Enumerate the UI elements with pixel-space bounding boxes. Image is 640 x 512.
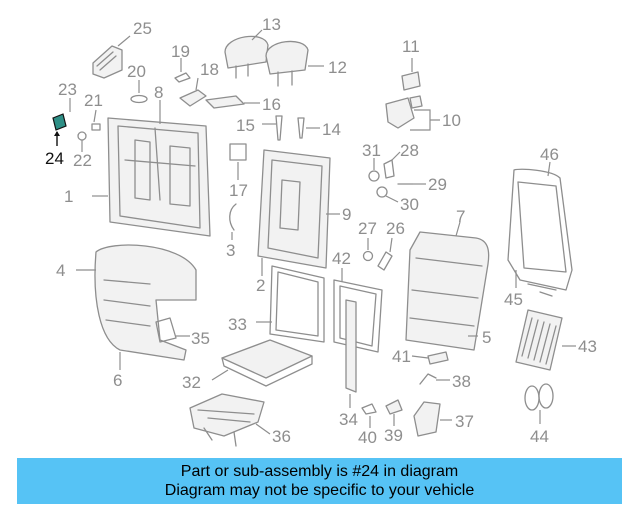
part-11-drawing — [401, 58, 421, 91]
callout-36: 36 — [272, 427, 291, 446]
callout-45: 45 — [504, 290, 523, 309]
callout-2: 2 — [256, 276, 265, 295]
part-12-drawing — [265, 40, 324, 87]
callout-43: 43 — [578, 337, 597, 356]
callout-32: 32 — [182, 373, 201, 392]
part-4-drawing — [76, 244, 197, 370]
callout-28: 28 — [400, 141, 419, 160]
callout-12: 12 — [328, 58, 347, 77]
part-44-drawing — [524, 383, 554, 424]
part-7-drawing — [405, 221, 490, 351]
callout-40: 40 — [358, 428, 377, 447]
part-31-drawing — [368, 158, 380, 182]
callout-37: 37 — [455, 412, 474, 431]
callout-13: 13 — [262, 15, 281, 34]
part-18-drawing — [179, 77, 207, 107]
callout-29: 29 — [428, 175, 447, 194]
callout-42: 42 — [332, 249, 351, 268]
callout-3: 3 — [226, 241, 235, 260]
callout-5: 5 — [482, 328, 491, 347]
callout-7: 7 — [456, 207, 465, 226]
part-42-drawing — [333, 268, 383, 353]
callout-18: 18 — [200, 60, 219, 79]
callout-15: 15 — [236, 116, 255, 135]
part-22-drawing — [77, 131, 87, 152]
callout-9: 9 — [342, 205, 351, 224]
banner-disclaimer: Diagram may not be specific to your vehi… — [164, 482, 475, 499]
part-32-drawing — [211, 339, 313, 387]
callout-44: 44 — [530, 427, 549, 446]
part-27-drawing — [362, 238, 374, 262]
info-banner: Part or sub-assembly is #24 in diagram D… — [17, 458, 622, 504]
part-3-drawing — [229, 203, 237, 240]
part-13-drawing — [224, 29, 269, 79]
part-41-drawing — [411, 351, 449, 365]
parts-diagram-svg: 1 2 3 4 5 6 7 8 9 10 11 12 13 14 15 16 1… — [45, 15, 597, 447]
part-25-drawing — [92, 35, 131, 79]
callout-8: 8 — [154, 83, 163, 102]
callout-1: 1 — [64, 187, 73, 206]
part-38-drawing — [419, 373, 450, 385]
part-34-drawing — [345, 299, 357, 408]
callout-33: 33 — [228, 315, 247, 334]
callout-46: 46 — [540, 145, 559, 164]
callout-41: 41 — [392, 347, 411, 366]
callout-26: 26 — [386, 219, 405, 238]
part-39-drawing — [385, 399, 403, 426]
callout-24: 24 — [45, 149, 64, 168]
part-21-drawing — [91, 109, 101, 131]
part-28-drawing — [383, 151, 401, 179]
callout-30: 30 — [400, 195, 419, 214]
part-19-drawing — [174, 58, 191, 83]
part-9-drawing — [257, 149, 340, 276]
part-17-drawing — [229, 143, 247, 180]
part-24-highlighted — [52, 113, 67, 146]
callout-6: 6 — [113, 371, 122, 390]
part-37-drawing — [413, 401, 452, 437]
part-26-drawing — [377, 237, 393, 271]
callout-17: 17 — [229, 181, 248, 200]
part-45-drawing — [515, 270, 557, 297]
callout-10: 10 — [442, 111, 461, 130]
part-35-drawing — [155, 317, 190, 343]
callout-27: 27 — [358, 219, 377, 238]
part-8-drawing — [92, 100, 211, 237]
callout-23: 23 — [58, 80, 77, 99]
callout-labels: 1 2 3 4 5 6 7 8 9 10 11 12 13 14 15 16 1… — [45, 15, 597, 447]
parts-diagram: 1 2 3 4 5 6 7 8 9 10 11 12 13 14 15 16 1… — [45, 15, 597, 447]
callout-14: 14 — [322, 120, 341, 139]
part-15-drawing — [262, 115, 283, 141]
callout-22: 22 — [73, 151, 92, 170]
part-43-drawing — [515, 309, 576, 371]
banner-part-note: Part or sub-assembly is #24 in diagram — [180, 463, 459, 480]
callout-35: 35 — [191, 329, 210, 348]
callout-25: 25 — [133, 19, 152, 38]
callout-31: 31 — [362, 141, 381, 160]
callout-16: 16 — [262, 95, 281, 114]
part-16-drawing — [205, 95, 260, 109]
callout-19: 19 — [171, 42, 190, 61]
callout-34: 34 — [339, 410, 358, 429]
part-36-drawing — [189, 393, 271, 447]
callout-4: 4 — [56, 261, 65, 280]
part-46-drawing — [507, 161, 573, 291]
callout-21: 21 — [84, 91, 103, 110]
callout-39: 39 — [384, 426, 403, 445]
callout-20: 20 — [127, 62, 146, 81]
part-10-drawing — [385, 95, 440, 131]
callout-38: 38 — [452, 372, 471, 391]
part-30-drawing — [376, 186, 399, 203]
part-33-drawing — [256, 265, 325, 343]
part-20-drawing — [130, 80, 148, 104]
part-40-drawing — [361, 403, 377, 428]
callout-11: 11 — [402, 37, 420, 56]
part-14-drawing — [297, 117, 320, 139]
